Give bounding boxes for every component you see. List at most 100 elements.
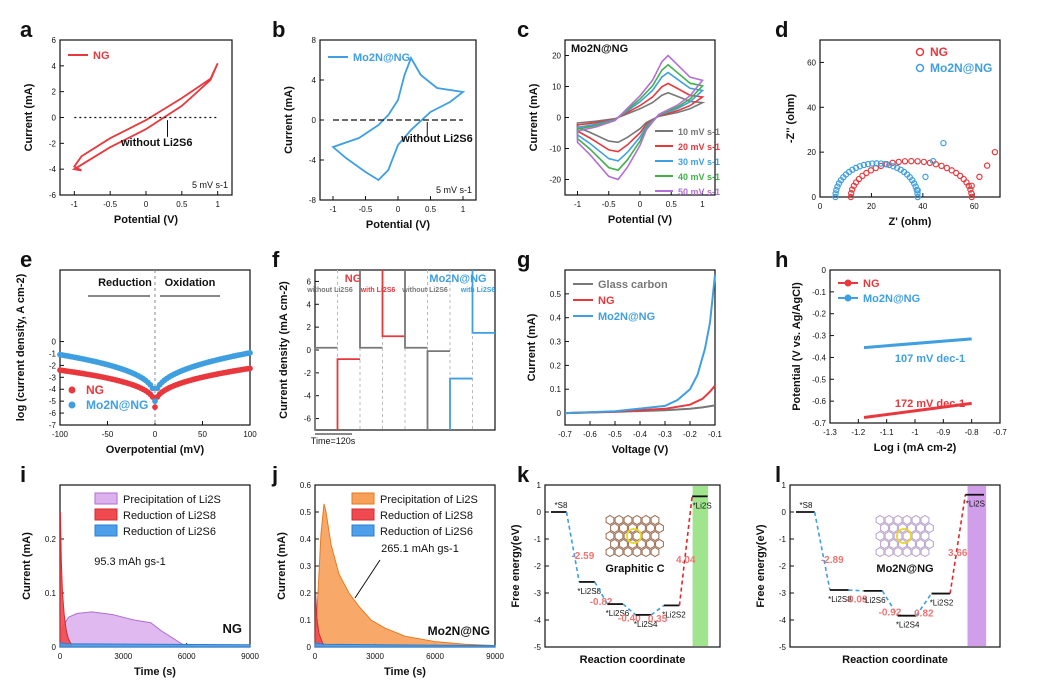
x-tick-label: 60 — [970, 202, 979, 211]
x-tick-label: 50 — [198, 430, 207, 439]
legend-marker — [844, 279, 852, 287]
lattice-hexagon — [655, 522, 664, 534]
step-label: *Li2S6 — [862, 596, 886, 605]
series-tafel-1 — [863, 337, 972, 350]
lattice-hexagon — [920, 514, 930, 526]
y-axis-label: Current (mA) — [283, 86, 295, 154]
lattice-hexagon — [614, 514, 624, 526]
segment-trace-0 — [314, 346, 338, 430]
data-point — [960, 175, 967, 183]
x-tick-label: 40 — [918, 202, 927, 211]
step-label: *S8 — [555, 501, 568, 510]
legend-label: Reduction of Li2S8 — [380, 510, 473, 522]
data-point — [948, 167, 955, 174]
legend-label: 40 mV s-1 — [678, 172, 720, 182]
legend-marker — [68, 386, 76, 394]
x-tick-label: 0.5 — [666, 200, 678, 209]
lattice-hexagon — [911, 546, 921, 558]
data-point — [909, 176, 916, 184]
y-tick-label: 8 — [312, 36, 317, 45]
x-tick-label: -50 — [102, 430, 114, 439]
data-point — [983, 162, 991, 169]
x-tick-label: -0.3 — [658, 430, 672, 439]
x-tick-label: 0 — [818, 202, 823, 211]
delta-g-label: -0.03 — [845, 594, 868, 605]
y-tick-label: 0 — [307, 346, 312, 355]
y-tick-label: -0.1 — [812, 288, 826, 297]
x-axis-label: Log i (mA cm-2) — [874, 442, 957, 454]
lattice-hexagon — [614, 546, 624, 558]
rate-limiting-band — [967, 486, 987, 646]
y-tick-label: 0.3 — [550, 338, 562, 347]
lattice-hexagon — [605, 546, 615, 558]
x-tick-label: 9000 — [486, 652, 504, 661]
lattice-hexagon — [889, 522, 898, 534]
legend-label: NG — [86, 383, 104, 397]
x-tick-label: -0.6 — [583, 430, 597, 439]
x-axis-label: Reaction coordinate — [842, 654, 948, 666]
delta-g-label: -2.89 — [821, 555, 844, 566]
delta-g-label: -2.59 — [571, 551, 594, 562]
y-tick-label: 0 — [557, 114, 562, 123]
x-tick-label: -0.7 — [558, 430, 572, 439]
x-tick-label: -0.5 — [602, 200, 616, 209]
y-tick-label: 0 — [822, 266, 827, 275]
x-tick-label: 0 — [638, 200, 643, 209]
y-tick-label: 0.6 — [300, 481, 312, 490]
y-tick-label: 0.5 — [300, 508, 312, 517]
transition-line — [813, 511, 831, 591]
lattice-hexagon — [610, 538, 619, 550]
y-axis-label: Free energy(eV) — [510, 524, 522, 607]
lattice-hexagon — [628, 522, 637, 534]
panel-letter: f — [272, 247, 280, 272]
legend-label: NG — [93, 50, 110, 62]
data-point — [867, 167, 875, 174]
data-point — [856, 163, 864, 170]
panel-letter: i — [20, 462, 26, 487]
data-point — [847, 193, 855, 201]
y-tick-label: 4 — [52, 62, 57, 71]
series-lsv-2 — [564, 274, 716, 415]
panel-d-frame — [819, 39, 1001, 198]
x-tick-label: -1 — [911, 428, 919, 437]
lattice-hexagon — [916, 538, 925, 550]
x-tick-label: 0 — [153, 430, 158, 439]
inset-label: Graphitic C — [605, 563, 664, 575]
lattice-hexagon — [637, 522, 646, 534]
legend-swatch — [94, 524, 118, 537]
data-point — [914, 193, 921, 201]
data-point — [968, 182, 975, 189]
y-tick-label: 0.4 — [550, 314, 562, 323]
y-tick-label: 60 — [807, 58, 816, 67]
y-tick-label: 0 — [812, 193, 817, 202]
segment-trace-6 — [449, 377, 473, 430]
annotation-text: without Li2S6 — [400, 133, 473, 145]
lattice-hexagon — [650, 514, 660, 526]
x-tick-label: -0.4 — [633, 430, 647, 439]
data-point — [860, 161, 868, 169]
y-axis-label: Current (mA) — [528, 83, 540, 151]
lattice-hexagon — [605, 530, 615, 542]
delta-g-label: -0.40 — [618, 613, 641, 624]
lattice-hexagon — [898, 522, 907, 534]
data-point — [869, 160, 876, 167]
x-axis-label: Time (s) — [134, 666, 176, 678]
scan-rate-label: 5 mV s-1 — [436, 185, 472, 195]
series-tafel-0 — [863, 401, 972, 420]
y-tick-label: -0.6 — [812, 397, 826, 406]
x-axis-label: Overpotential (mV) — [106, 444, 205, 456]
lattice-hexagon — [614, 530, 624, 542]
legend-label: 20 mV s-1 — [678, 142, 720, 152]
x-axis-label: Potential (V) — [366, 219, 431, 231]
lattice-hexagon — [875, 514, 885, 526]
data-point — [952, 169, 960, 177]
delta-g-label: 3.66 — [948, 548, 968, 559]
panel-letter: j — [271, 462, 278, 487]
data-point — [873, 160, 880, 167]
